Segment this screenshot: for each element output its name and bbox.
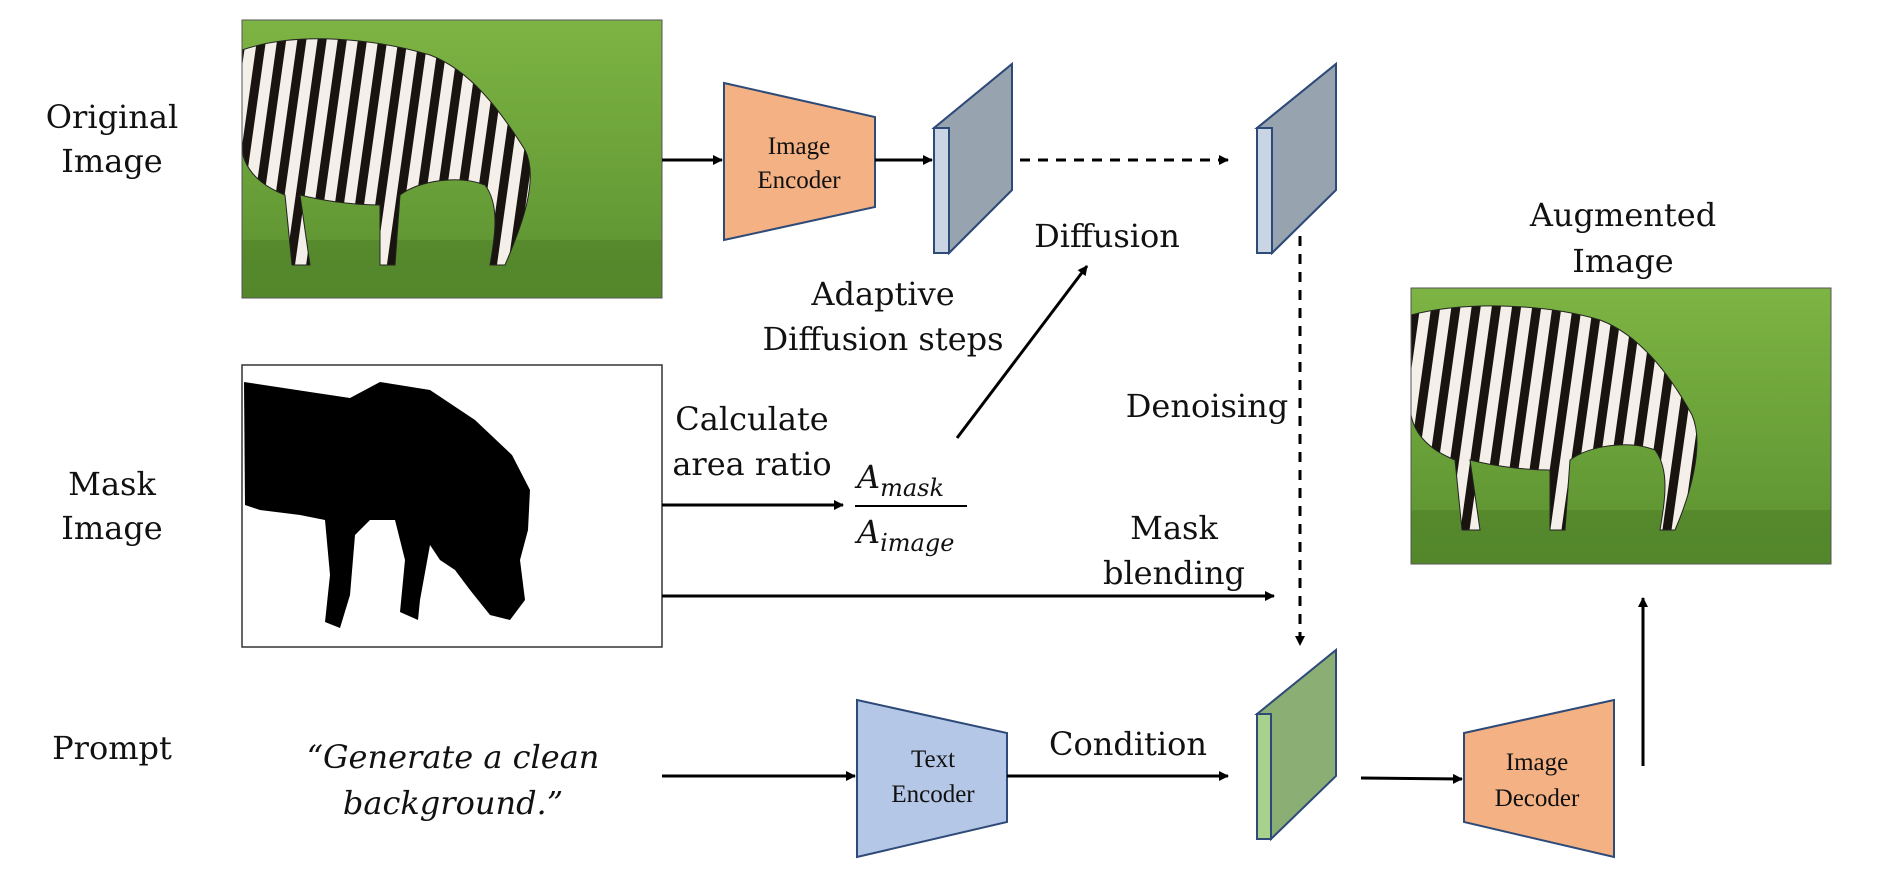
row-label-original-line1: Original [46,98,178,136]
ratio-denominator-sub: image [880,529,954,557]
image-encoder-label-line2: Encoder [757,167,841,194]
image-encoder-block: Image Encoder [723,81,876,242]
arrow-ratio-to-diffusion [955,265,1089,439]
ratio-numerator: A [854,458,880,496]
image-decoder-label-line1: Image [1506,749,1568,776]
latent-block-conditioned [1254,647,1337,842]
adaptive-steps-label-line2: Diffusion steps [762,320,1003,358]
prompt-text-line2: background.” [343,784,563,822]
adaptive-steps-label-line1: Adaptive [810,275,954,313]
area-ratio-formula: Amask Aimage [854,458,967,557]
row-label-prompt: Prompt [52,729,172,767]
diffusion-label: Diffusion [1034,217,1180,255]
original-zebra-image [241,19,663,299]
arrow-latent-to-decoder [1360,773,1463,784]
denoising-label: Denoising [1126,387,1288,425]
calculate-area-label-line1: Calculate [675,400,828,438]
text-encoder-label-line2: Encoder [891,781,975,808]
mask-blending-label-line1: Mask [1130,509,1218,547]
text-encoder-label-line1: Text [911,746,955,773]
augmented-zebra-image [1410,287,1832,565]
latent-block-encoded [931,61,1013,256]
image-decoder-label-line2: Decoder [1495,785,1580,812]
svg-text:Aimage: Aimage [854,513,954,557]
row-label-original-line2: Image [61,142,162,180]
ratio-numerator-sub: mask [880,474,944,502]
ratio-denominator: A [854,513,880,551]
text-encoder-block: Text Encoder [856,698,1008,859]
row-label-mask-line2: Image [61,509,162,547]
calculate-area-label-line2: area ratio [672,445,831,483]
row-label-mask-line1: Mask [68,465,156,503]
condition-label: Condition [1049,725,1207,763]
image-decoder-block: Image Decoder [1463,698,1615,859]
image-encoder-label-line1: Image [768,133,830,160]
augmented-image-label-line2: Image [1572,242,1673,280]
augmented-image-label-line1: Augmented [1529,196,1716,234]
mask-blending-label-line2: blending [1103,554,1245,592]
latent-block-noised [1254,61,1337,256]
prompt-text-line1: “Generate a clean [307,738,600,776]
mask-image [241,364,663,648]
svg-text:Amask: Amask [854,458,944,502]
